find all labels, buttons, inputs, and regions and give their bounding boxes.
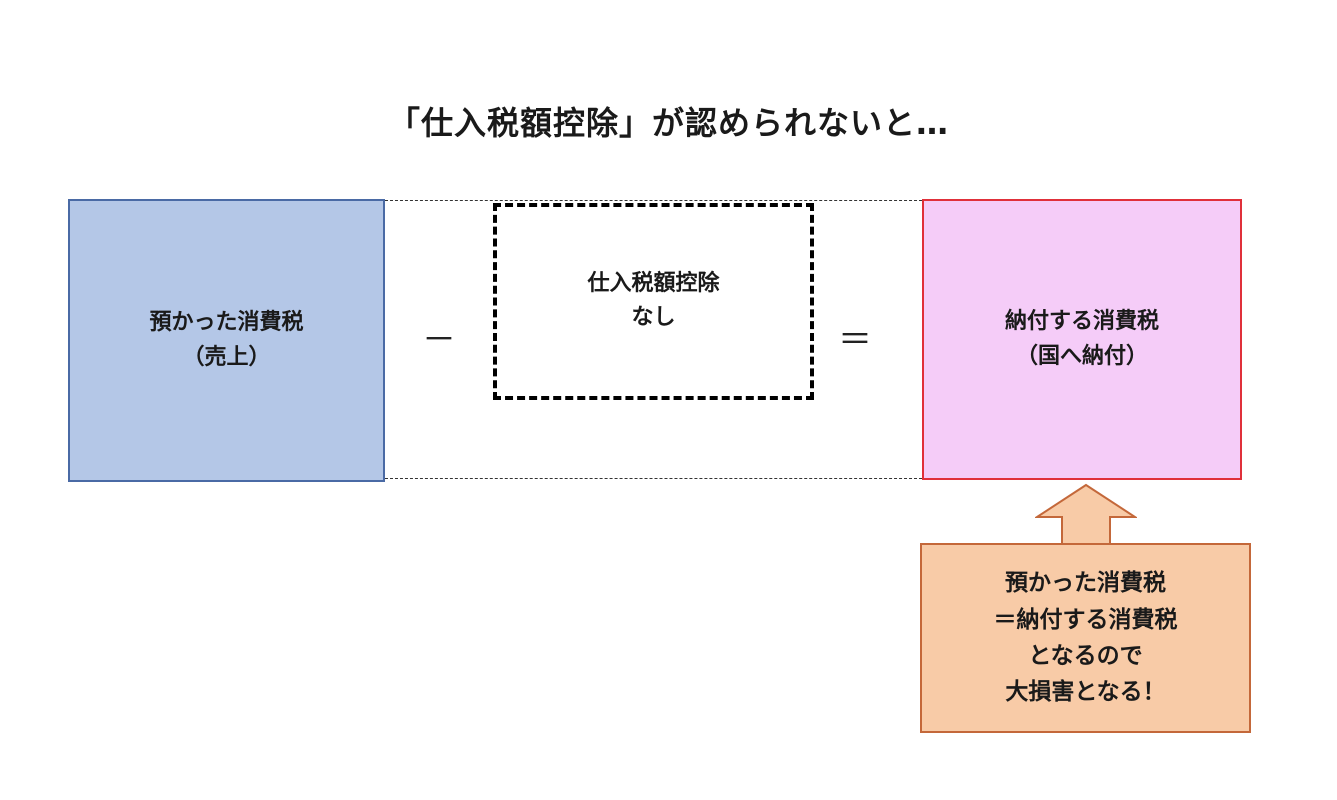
callout-line-3: となるので (1028, 643, 1143, 669)
no-input-tax-credit-box: 仕入税額控除 なし (493, 203, 814, 400)
callout-line-2: ＝納付する消費税 (993, 606, 1178, 633)
bottom-bracket-line (385, 478, 922, 479)
diagram-title: 「仕入税額控除」が認められないと… (387, 104, 949, 142)
up-arrow-icon (1035, 483, 1137, 547)
input-tax-credit-sublabel: なし (631, 305, 676, 331)
payable-tax-label: 納付する消費税 (1004, 309, 1159, 335)
collected-tax-sublabel: （売上） (182, 344, 271, 370)
collected-tax-box: 預かった消費税 （売上） (68, 199, 385, 482)
input-tax-credit-label: 仕入税額控除 (587, 271, 720, 296)
callout-line-4: 大損害となる！ (1005, 679, 1166, 706)
callout-line-1: 預かった消費税 (1005, 570, 1166, 597)
payable-tax-box: 納付する消費税 （国へ納付） (922, 199, 1242, 480)
top-bracket-line (385, 200, 922, 201)
payable-tax-sublabel: （国へ納付） (1015, 343, 1148, 369)
minus-operator: － (422, 320, 456, 360)
conclusion-callout: 預かった消費税 ＝納付する消費税 となるので 大損害となる！ (920, 543, 1251, 733)
collected-tax-label: 預かった消費税 (149, 310, 304, 336)
equals-operator: ＝ (838, 320, 872, 360)
